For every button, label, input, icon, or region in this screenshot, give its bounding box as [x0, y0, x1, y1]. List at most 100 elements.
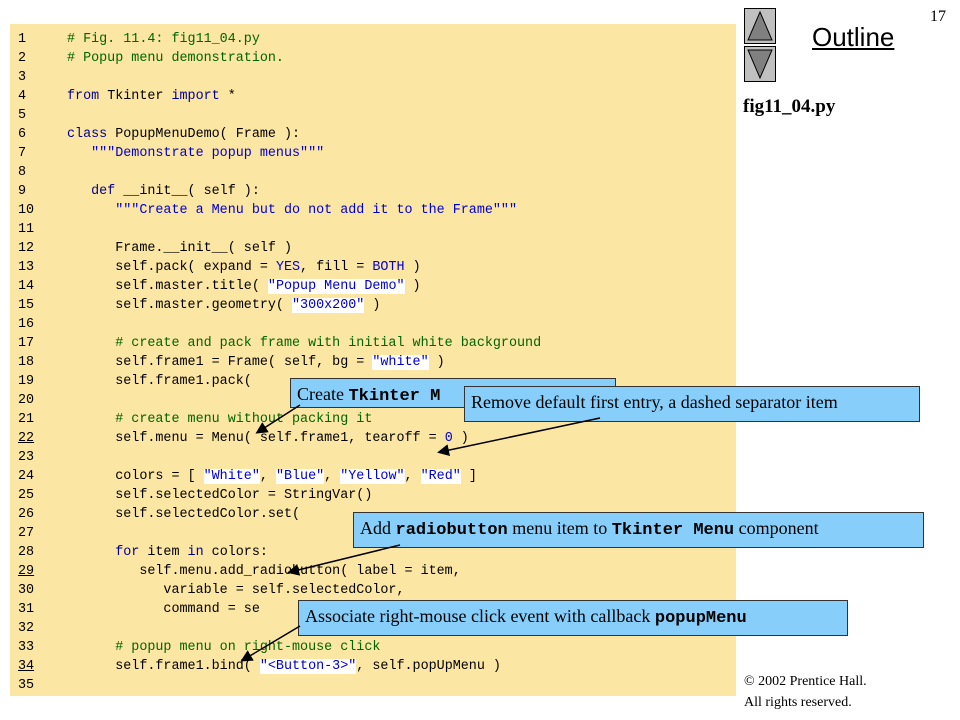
copyright-line-1: 2002 Prentice Hall.	[754, 674, 867, 689]
code-text: Frame.__init__( self )	[67, 239, 292, 258]
code-token: import	[171, 89, 220, 104]
code-token	[67, 412, 115, 427]
line-number: 12	[18, 241, 35, 256]
line-number: 23	[18, 450, 35, 465]
callout-text: menu item to	[507, 518, 612, 538]
line-number: 11	[18, 222, 35, 237]
line-number: 31	[18, 602, 35, 617]
code-token: # popup menu on right-mouse click	[115, 640, 381, 655]
code-token: , fill =	[300, 260, 373, 275]
code-text: command = se	[67, 600, 260, 619]
code-token: def	[91, 184, 116, 199]
code-token: )	[404, 279, 421, 294]
code-text: for item in colors:	[67, 543, 268, 562]
line-number: 16	[18, 317, 35, 332]
triangle-up-icon	[747, 10, 773, 41]
code-token: ,	[259, 469, 276, 484]
code-token	[67, 146, 91, 161]
code-token	[67, 640, 115, 655]
line-number: 28	[18, 545, 35, 560]
code-token: *	[219, 89, 236, 104]
line-number: 15	[18, 298, 35, 313]
line-number: 3	[18, 70, 27, 85]
code-token: "Red"	[420, 469, 461, 484]
code-token: self.menu = Menu( self.frame1, tearoff =	[67, 431, 445, 446]
code-text: from Tkinter import *	[67, 87, 236, 106]
code-token: __init__( self ):	[115, 184, 260, 199]
callout-tearoff: Remove default first entry, a dashed sep…	[464, 386, 920, 422]
code-token: """Create a Menu but do not add it to th…	[115, 203, 518, 218]
code-token: )	[364, 298, 381, 313]
callout-text: Remove default first entry, a dashed sep…	[471, 392, 838, 412]
code-text: def __init__( self ):	[67, 182, 260, 201]
slide-number: 17	[930, 8, 946, 25]
code-token: # Popup menu demonstration.	[67, 51, 284, 66]
line-number: 5	[18, 108, 27, 123]
code-token: PopupMenuDemo( Frame ):	[107, 127, 301, 142]
outline-title[interactable]: Outline	[812, 22, 895, 52]
callout-text: radiobutton	[395, 521, 508, 540]
copyright-line-2: All rights reserved.	[744, 695, 852, 710]
code-text: self.master.title( "Popup Menu Demo" )	[67, 277, 421, 296]
code-token	[67, 184, 91, 199]
code-text: # popup menu on right-mouse click	[67, 638, 380, 657]
code-token: colors:	[203, 545, 268, 560]
line-number: 7	[18, 146, 27, 161]
line-number: 20	[18, 393, 35, 408]
callout-text: Tkinter Menu	[611, 521, 735, 540]
callout-text: Add	[360, 518, 396, 538]
next-slide-button[interactable]	[744, 46, 776, 82]
code-token: item	[139, 545, 188, 560]
file-name-label: fig11_04.py	[743, 96, 836, 117]
line-number: 14	[18, 279, 35, 294]
code-token: self.pack( expand =	[67, 260, 276, 275]
line-number: 6	[18, 127, 27, 142]
callout-text: popupMenu	[654, 609, 747, 628]
code-token: in	[187, 545, 204, 560]
code-token: self.master.geometry(	[67, 298, 292, 313]
code-text: # create and pack frame with initial whi…	[67, 334, 541, 353]
copyright-notice: © 2002 Prentice Hall. All rights reserve…	[744, 671, 867, 713]
code-token: for	[115, 545, 140, 560]
code-token: self.frame1.bind(	[67, 659, 260, 674]
line-number: 24	[18, 469, 35, 484]
line-number: 4	[18, 89, 27, 104]
code-token: command = se	[67, 602, 260, 617]
code-token: # create and pack frame with initial whi…	[115, 336, 542, 351]
code-text: # Fig. 11.4: fig11_04.py	[67, 30, 260, 49]
code-token: self.frame1 = Frame( self, bg =	[67, 355, 373, 370]
code-token: """Demonstrate popup menus"""	[91, 146, 325, 161]
code-token: "Yellow"	[340, 469, 405, 484]
code-text: self.frame1.bind( "<Button-3>", self.pop…	[67, 657, 501, 676]
line-number: 30	[18, 583, 35, 598]
callout-text: Create	[297, 384, 349, 404]
line-number: 29	[18, 564, 35, 579]
code-token: ,	[324, 469, 341, 484]
code-token: )	[452, 431, 469, 446]
code-token: BOTH	[372, 260, 405, 275]
code-token: self.selectedColor.set(	[67, 507, 301, 522]
code-token: class	[67, 127, 108, 142]
code-token: ,	[404, 469, 421, 484]
previous-slide-button[interactable]	[744, 8, 776, 44]
code-text: variable = self.selectedColor,	[67, 581, 404, 600]
code-token: YES	[275, 260, 301, 275]
code-text: self.frame1 = Frame( self, bg = "white" …	[67, 353, 445, 372]
code-token: "White"	[203, 469, 260, 484]
callout-text: component	[734, 518, 819, 538]
callout-bind: Associate right-mouse click event with c…	[298, 600, 848, 636]
line-number: 8	[18, 165, 27, 180]
callout-radiobutton: Add radiobutton menu item to Tkinter Men…	[353, 512, 924, 548]
triangle-down-icon	[747, 49, 773, 80]
code-text: # create menu without packing it	[67, 410, 372, 429]
line-number: 21	[18, 412, 35, 427]
code-text: self.selectedColor = StringVar()	[67, 486, 372, 505]
line-number: 27	[18, 526, 35, 541]
code-token: "<Button-3>"	[259, 659, 357, 674]
line-number: 35	[18, 678, 35, 693]
code-token: "white"	[372, 355, 429, 370]
code-token: "Popup Menu Demo"	[267, 279, 405, 294]
code-text: self.selectedColor.set(	[67, 505, 300, 524]
code-text: self.menu.add_radiobutton( label = item,	[67, 562, 460, 581]
